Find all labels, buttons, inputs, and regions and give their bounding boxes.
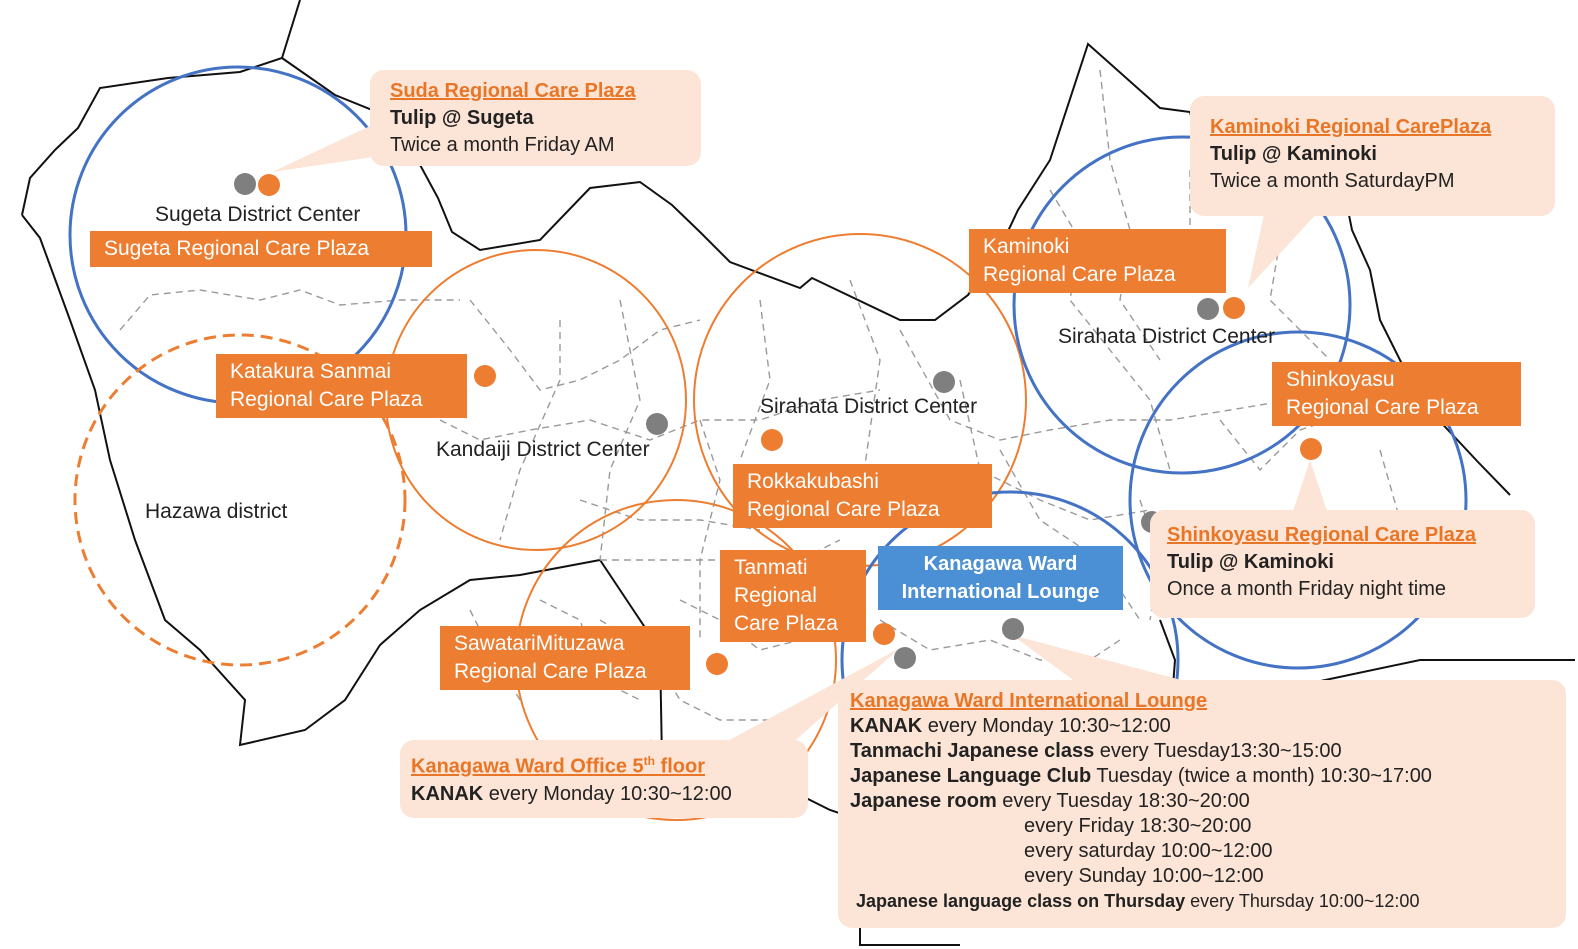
rokkakubashi-plaza-orange-dot [761,429,783,451]
lounge-schedule-row: every Friday 18:30~20:00 [1024,815,1252,837]
shinkoyasu-callout: Shinkoyasu Regional Care Plaza Tulip @ K… [1150,510,1535,618]
kaminoki-callout-name: Tulip @ Kaminoki [1210,143,1377,165]
shinkoyasu-callout-pointer [1290,460,1330,520]
ward-office-callout-schedule: KANAK every Monday 10:30~12:00 [411,782,732,805]
lounge-schedule-row: every Sunday 10:00~12:00 [1024,865,1264,887]
suda-callout: Suda Regional Care Plaza Tulip @ Sugeta … [370,70,701,166]
shinkoyasu-callout-name: Tulip @ Kaminoki [1167,551,1334,573]
kaminoki-callout: Kaminoki Regional CarePlaza Tulip @ Kami… [1190,96,1555,216]
lounge-schedule-row: Tanmachi Japanese class every Tuesday13:… [850,740,1342,762]
lounge-callout-pointer [1012,635,1200,685]
ward-office-callout-title: Kanagawa Ward Office 5th floor [411,754,705,778]
lounge-callout: Kanagawa Ward International Lounge KANAK… [838,680,1566,928]
kandaiji-center-gray-dot [646,413,668,435]
lounge-schedule-row: every saturday 10:00~12:00 [1024,840,1273,862]
markers [234,173,1322,675]
tanmati-plaza-orange-dot [873,623,895,645]
ward-office-callout: Kanagawa Ward Office 5th floor KANAK eve… [400,740,808,818]
shinkoyasu-coverage-circle [1128,330,1468,670]
kandaiji-district-center-label: Kandaiji District Center [436,438,650,461]
suda-callout-name: Tulip @ Sugeta [390,107,534,129]
sugeta-plaza-orange-dot [258,174,280,196]
west-area-outline [21,0,1575,946]
ward-office-gray-dot [894,647,916,669]
shinkoyasu-callout-title: Shinkoyasu Regional Care Plaza [1167,524,1476,546]
lounge-schedule-row: Japanese language class on Thursday ever… [856,891,1420,911]
sirahata-district-center-right-label: Sirahata District Center [1058,325,1276,348]
kaminoki-callout-schedule: Twice a month SaturdayPM [1210,170,1455,192]
shinkoyasu-plaza-orange-dot [1300,438,1322,460]
ward-office-callout-pointer [720,648,900,745]
lounge-schedule-row: KANAK every Monday 10:30~12:00 [850,715,1171,737]
suda-callout-title: Suda Regional Care Plaza [390,80,636,102]
sirahata-mid-gray-dot [933,371,955,393]
kaminoki-plaza-orange-dot [1223,297,1245,319]
katakura-plaza-orange-dot [474,365,496,387]
lounge-schedule-list: KANAK every Monday 10:30~12:00 Tanmachi … [850,714,1554,914]
lounge-gray-dot [1002,618,1024,640]
sugeta-center-gray-dot [234,173,256,195]
kaminoki-center-gray-dot [1197,298,1219,320]
sugeta-plaza-box: Sugeta Regional Care Plaza [90,231,432,267]
suda-callout-schedule: Twice a month Friday AM [390,134,615,156]
hazawa-coverage-circle [73,333,407,667]
kaminoki-callout-pointer [1248,210,1320,288]
hazawa-district-label: Hazawa district [145,500,288,523]
kaminoki-coverage-circle [1012,135,1352,475]
shinkoyasu-callout-schedule: Once a month Friday night time [1167,578,1447,600]
kaminoki-callout-title: Kaminoki Regional CarePlaza [1210,116,1492,138]
lounge-schedule-row: Japanese room every Tuesday 18:30~20:00 [850,790,1250,812]
sirahata-district-center-mid-label: Sirahata District Center [760,395,978,418]
lounge-schedule-row: Japanese Language Club Tuesday (twice a … [850,765,1432,787]
sugeta-district-center-label: Sugeta District Center [155,203,361,226]
sawatari-plaza-orange-dot [706,653,728,675]
lounge-callout-title: Kanagawa Ward International Lounge [850,690,1208,712]
